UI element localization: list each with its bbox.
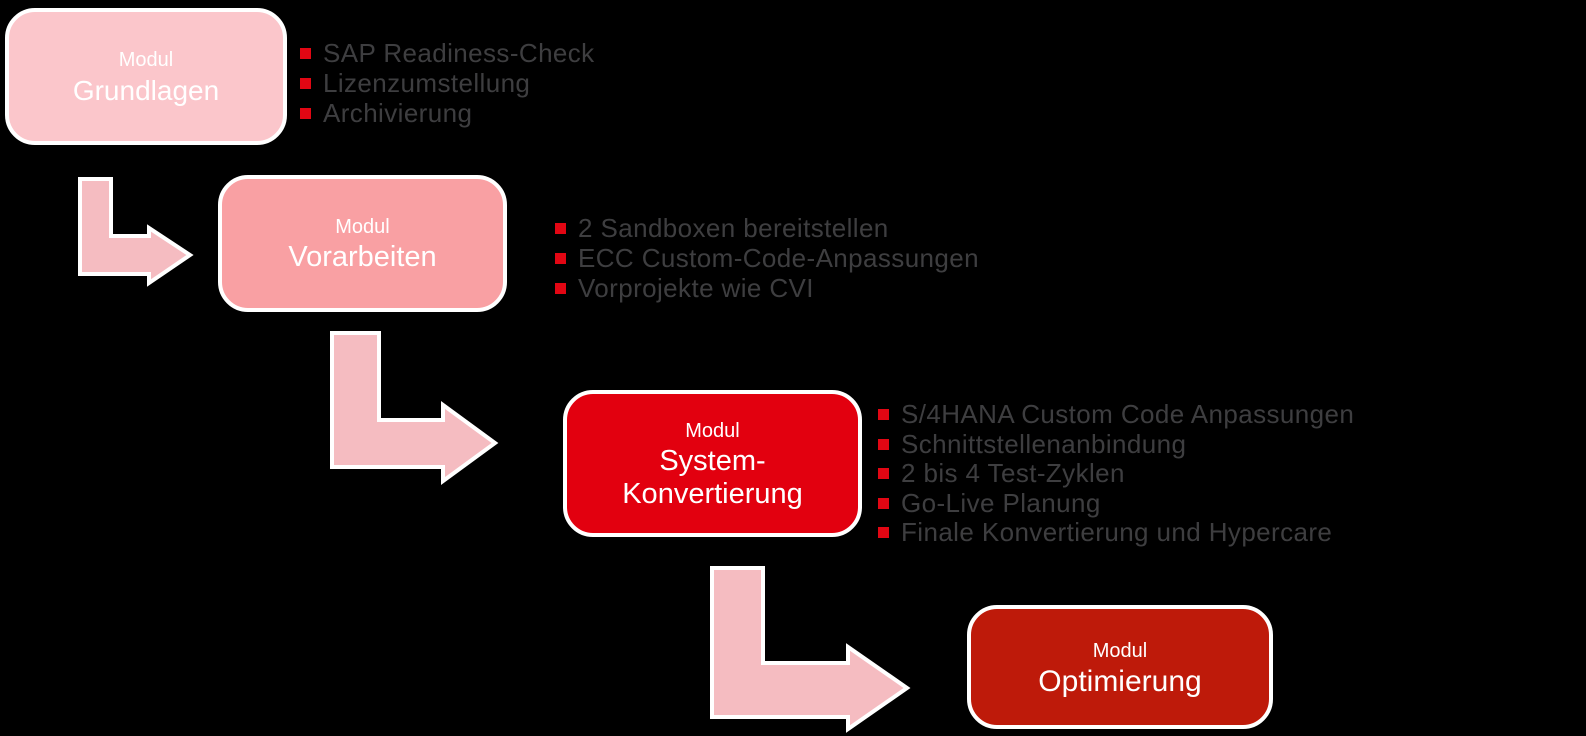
bullet-text: Finale Konvertierung und Hypercare — [901, 517, 1333, 548]
bullet-square-icon — [300, 47, 311, 59]
bullet-item: 2 bis 4 Test-Zyklen — [878, 458, 1354, 489]
bullet-text: Vorprojekte wie CVI — [578, 272, 814, 303]
bullet-item: 2 Sandboxen bereitstellen — [555, 213, 979, 243]
bullet-item: ECC Custom-Code-Anpassungen — [555, 243, 979, 273]
module-box-grundlagen: Modul Grundlagen — [5, 8, 287, 145]
bullet-square-icon — [878, 409, 889, 421]
module-title: Vorarbeiten — [288, 241, 437, 273]
bullet-square-icon — [555, 222, 566, 234]
bullet-square-icon — [555, 252, 566, 264]
bullet-item: Schnittstellenanbindung — [878, 428, 1354, 460]
bullet-text: ECC Custom-Code-Anpassungen — [578, 242, 979, 273]
bullet-item: SAP Readiness-Check — [300, 38, 595, 68]
bent-arrow-icon — [330, 331, 499, 485]
bullet-text: SAP Readiness-Check — [323, 37, 595, 68]
bent-arrow-icon — [710, 566, 911, 733]
bullet-square-icon — [300, 77, 311, 89]
module-title: Grundlagen — [72, 75, 220, 106]
bullet-item: Archivierung — [300, 98, 595, 128]
bullet-text: 2 bis 4 Test-Zyklen — [901, 458, 1125, 489]
bullet-list-vorarbeiten: 2 Sandboxen bereitstellen ECC Custom-Cod… — [555, 213, 979, 303]
bullet-item: Go-Live Planung — [878, 487, 1354, 519]
bullet-square-icon — [878, 497, 889, 509]
module-sublabel: Modul — [685, 419, 740, 442]
module-title: System- — [659, 444, 766, 477]
bent-arrow-shape — [330, 331, 499, 485]
bullet-item: Lizenzumstellung — [300, 68, 595, 98]
bullet-text: Schnittstellenanbindung — [901, 428, 1187, 459]
bullet-text: Lizenzumstellung — [323, 67, 531, 98]
bent-arrow-shape — [78, 177, 194, 287]
bullet-square-icon — [878, 468, 889, 480]
bullet-square-icon — [878, 527, 889, 539]
module-title: Optimierung — [1038, 664, 1202, 698]
bent-arrow-icon — [78, 177, 194, 287]
module-title: Konvertierung — [622, 477, 803, 510]
bullet-text: Go-Live Planung — [901, 487, 1101, 518]
module-box-vorarbeiten: Modul Vorarbeiten — [218, 175, 507, 312]
bullet-square-icon — [300, 107, 311, 119]
bent-arrow-shape — [710, 566, 911, 733]
module-sublabel: Modul — [118, 49, 174, 71]
bullet-item: Vorprojekte wie CVI — [555, 273, 979, 303]
bullet-item: S/4HANA Custom Code Anpassungen — [878, 399, 1355, 430]
bullet-square-icon — [878, 438, 889, 450]
module-box-optimierung: Modul Optimierung — [967, 605, 1273, 729]
bullet-item: Finale Konvertierung und Hypercare — [878, 517, 1354, 548]
module-box-system-konvertierung: Modul System- Konvertierung — [563, 390, 862, 537]
bullet-list-system-konvertierung: S/4HANA Custom Code Anpassungen Schnitts… — [878, 399, 1355, 548]
module-sublabel: Modul — [1092, 639, 1148, 662]
bullet-list-grundlagen: SAP Readiness-Check Lizenzumstellung Arc… — [300, 38, 595, 128]
module-sublabel: Modul — [335, 216, 390, 238]
bullet-text: Archivierung — [323, 97, 473, 128]
bullet-square-icon — [555, 282, 566, 294]
bullet-text: S/4HANA Custom Code Anpassungen — [901, 399, 1355, 430]
bullet-text: 2 Sandboxen bereitstellen — [578, 212, 889, 243]
